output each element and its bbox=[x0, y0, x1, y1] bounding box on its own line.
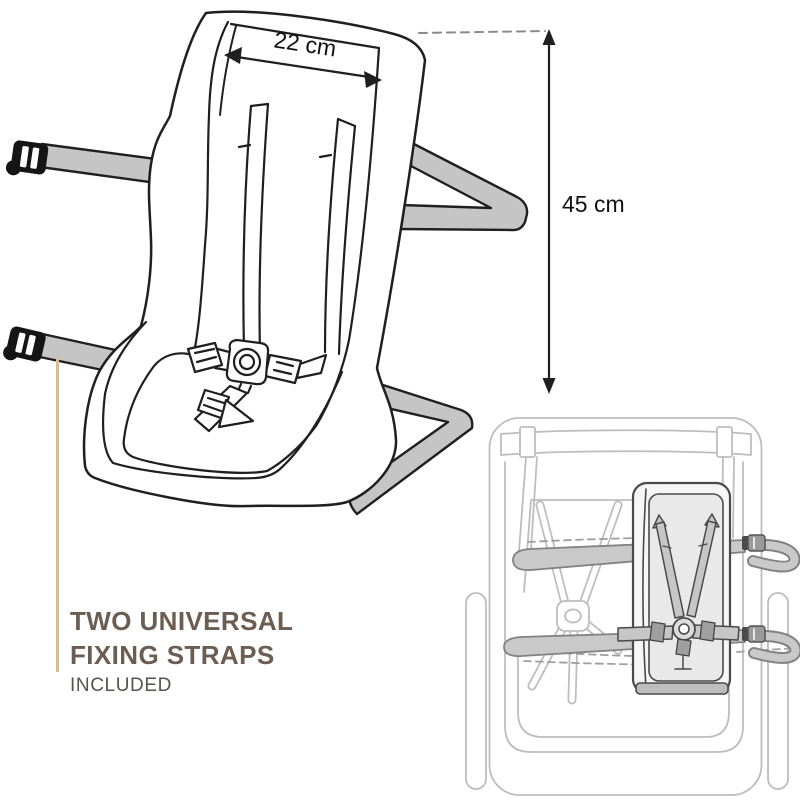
arrowhead-right bbox=[364, 71, 382, 88]
seat-base-rim bbox=[101, 320, 344, 480]
arrowhead-top bbox=[542, 29, 556, 45]
trailer-top-bar bbox=[500, 429, 752, 456]
trailer-frame bbox=[488, 417, 763, 796]
trailer-tub bbox=[504, 461, 744, 753]
accent-line bbox=[56, 358, 59, 672]
caption-title-line1: TWO UNIVERSAL bbox=[70, 606, 294, 636]
crotch-flap bbox=[217, 398, 255, 429]
seat-rim-left-inner bbox=[219, 25, 237, 116]
dashed-reference-line bbox=[418, 30, 546, 34]
dimension-height: 45 cm bbox=[542, 29, 625, 394]
trailer-posts bbox=[517, 456, 735, 566]
trailer-panel bbox=[523, 499, 635, 593]
strap-buckle-lower bbox=[3, 326, 46, 362]
trailer-inset-illustration bbox=[465, 417, 800, 796]
strap-buckle-upper bbox=[5, 140, 49, 176]
inset-buckle-lower bbox=[747, 625, 766, 643]
harness-adjuster-left bbox=[186, 341, 224, 374]
inset-baby-seat bbox=[617, 481, 740, 695]
wheel-guards bbox=[465, 592, 789, 790]
caption-title-line2: FIXING STRAPS bbox=[70, 640, 275, 670]
arrowhead-bottom bbox=[542, 378, 556, 394]
inset-seat-base bbox=[635, 682, 729, 695]
harness-buckle bbox=[186, 338, 328, 433]
trailer-tub-inner bbox=[517, 639, 730, 738]
arrowhead-left bbox=[224, 47, 242, 64]
caption-subtitle: INCLUDED bbox=[70, 675, 172, 696]
inset-buckle-upper bbox=[747, 534, 766, 552]
seat-inner-panel bbox=[122, 22, 381, 474]
seat-outline bbox=[82, 10, 427, 508]
bar-clamp-left bbox=[519, 426, 536, 458]
shoulder-straps bbox=[237, 102, 357, 356]
baby-seat-illustration: 22 cm 45 cm bbox=[3, 10, 625, 516]
dimension-height-label: 45 cm bbox=[562, 191, 625, 217]
inset-seat-harness bbox=[617, 513, 740, 670]
caption: TWO UNIVERSAL FIXING STRAPS INCLUDED bbox=[70, 604, 293, 697]
trailer-harness bbox=[527, 500, 623, 705]
seat-shell bbox=[82, 10, 427, 508]
fixing-strap-upper-loop bbox=[398, 141, 529, 232]
seat-rim-left bbox=[192, 20, 230, 354]
bar-clamp-right bbox=[716, 426, 733, 458]
